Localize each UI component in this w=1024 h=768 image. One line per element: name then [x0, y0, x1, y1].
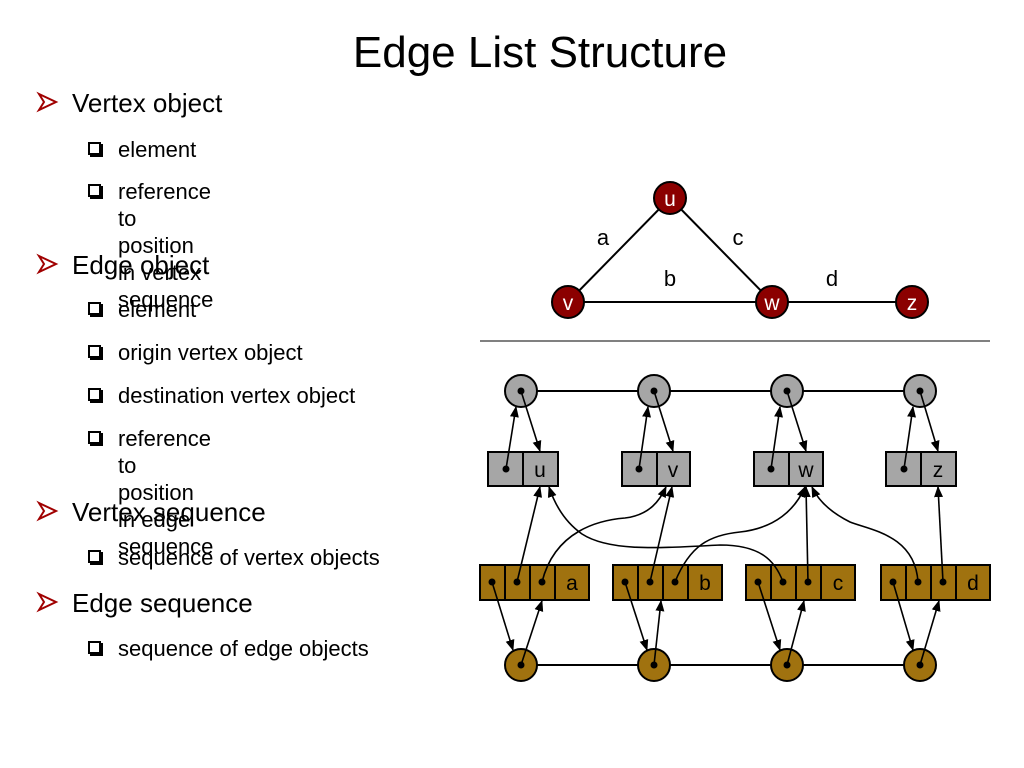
arrow-bullet-icon — [36, 253, 59, 275]
edge-objects: a b c d — [479, 564, 991, 601]
pointer-arrows — [491, 390, 944, 666]
edge-object-label: a — [566, 572, 578, 595]
edge-object-label: b — [699, 572, 711, 595]
graph-edge-a — [567, 197, 671, 303]
graph-vertex-w — [755, 285, 789, 319]
vertex-object-z: z — [885, 451, 957, 487]
edge-object-b: b — [612, 564, 723, 601]
slide-title: Edge List Structure — [352, 28, 728, 77]
bullet-list: Vertex object element reference to posit… — [0, 0, 470, 700]
square-bullet-icon — [88, 431, 101, 444]
vertex-object-v: v — [621, 451, 691, 487]
square-bullet-icon — [88, 184, 101, 197]
graph-vertex-label-z: z — [907, 292, 918, 315]
sub-bullet-vertex-ref-text: reference to position in vertex sequence — [118, 179, 214, 312]
graph-vertex-z — [895, 285, 929, 319]
square-bullet-icon — [88, 641, 101, 654]
edge-object-label: c — [833, 572, 844, 595]
graph: a b c d u v w z — [551, 181, 929, 319]
edge-sequence — [504, 648, 937, 682]
edge-object-c: c — [745, 564, 856, 601]
edge-label-b: b — [664, 266, 676, 291]
graph-vertex-label-v: v — [563, 292, 574, 315]
vertex-object-label: v — [668, 459, 679, 482]
vertex-object-label: z — [933, 459, 944, 482]
arrow-bullet-icon — [36, 91, 59, 113]
graph-vertex-u — [653, 181, 687, 215]
graph-edge-c — [669, 197, 773, 303]
vertex-object-u: u — [487, 451, 559, 487]
vertex-object-w: w — [753, 451, 824, 487]
arrow-bullet-icon — [36, 591, 59, 613]
vertex-object-label: w — [797, 459, 814, 482]
square-bullet-icon — [88, 302, 101, 315]
graph-vertex-v — [551, 285, 585, 319]
edge-label-d: d — [826, 266, 838, 291]
square-bullet-icon — [88, 388, 101, 401]
square-bullet-icon — [88, 345, 101, 358]
sub-bullet-edge-ref-text: reference to position in edge sequence — [118, 426, 214, 559]
edge-label-c: c — [733, 225, 744, 250]
square-bullet-icon — [88, 142, 101, 155]
vertex-object-label: u — [534, 459, 546, 482]
edge-label-a: a — [597, 225, 610, 250]
vertex-sequence — [504, 374, 937, 408]
edge-object-d: d — [880, 564, 991, 601]
edge-object-label: d — [967, 572, 979, 595]
graph-vertex-label-w: w — [763, 292, 780, 315]
vertex-objects: u v w z — [487, 451, 957, 487]
arrow-bullet-icon — [36, 500, 59, 522]
graph-vertex-label-u: u — [664, 188, 676, 211]
square-bullet-icon — [88, 550, 101, 563]
